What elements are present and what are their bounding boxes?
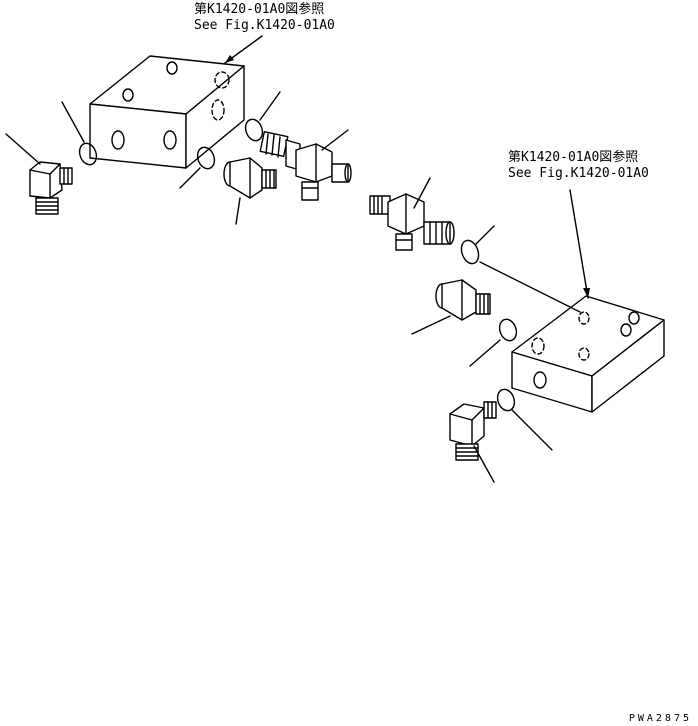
reference-top-jp: 第K1420-01A0図参照 [194,2,325,17]
leader-o-ring-4 [476,226,494,244]
straight-connector-lower [436,280,490,320]
elbow-fitting-bottom [450,402,496,460]
o-ring-6 [495,387,518,413]
elbow-fitting-left [30,162,72,214]
o-ring-1 [77,141,100,167]
guide-line [480,262,580,312]
leader-o-ring-5 [470,340,500,366]
leader-elbow-left [6,134,40,164]
leader-o-ring-3 [260,92,280,120]
o-ring-2 [195,145,218,171]
drawing-code: PWA2875 [628,713,692,724]
leader-o-ring-1 [62,102,84,142]
leader-straight-upper [236,198,240,224]
leader-straight-lower [412,316,450,334]
tee-fitting-middle [370,194,454,250]
right-manifold-block [512,296,664,412]
leader-o-ring-2 [180,168,200,188]
reference-label-right: 第K1420-01A0図参照 See Fig.K1420-01A0 [508,150,649,182]
o-ring-3 [243,117,266,143]
straight-connector-upper [224,158,276,198]
reference-right-en: See Fig.K1420-01A0 [508,166,649,181]
reference-top-en: See Fig.K1420-01A0 [194,18,335,33]
o-ring-4 [458,238,481,266]
tee-fitting-upper [260,132,351,200]
reference-right-jp: 第K1420-01A0図参照 [508,150,639,165]
leader-tee-upper [322,130,348,150]
leader-tee-middle [414,178,430,208]
leader-right-ref [570,190,588,298]
leader-elbow-bottom [474,446,494,482]
left-manifold-block [90,56,244,168]
leader-o-ring-6 [512,410,552,450]
reference-label-top: 第K1420-01A0図参照 See Fig.K1420-01A0 [194,2,335,34]
o-ring-5 [497,317,520,343]
